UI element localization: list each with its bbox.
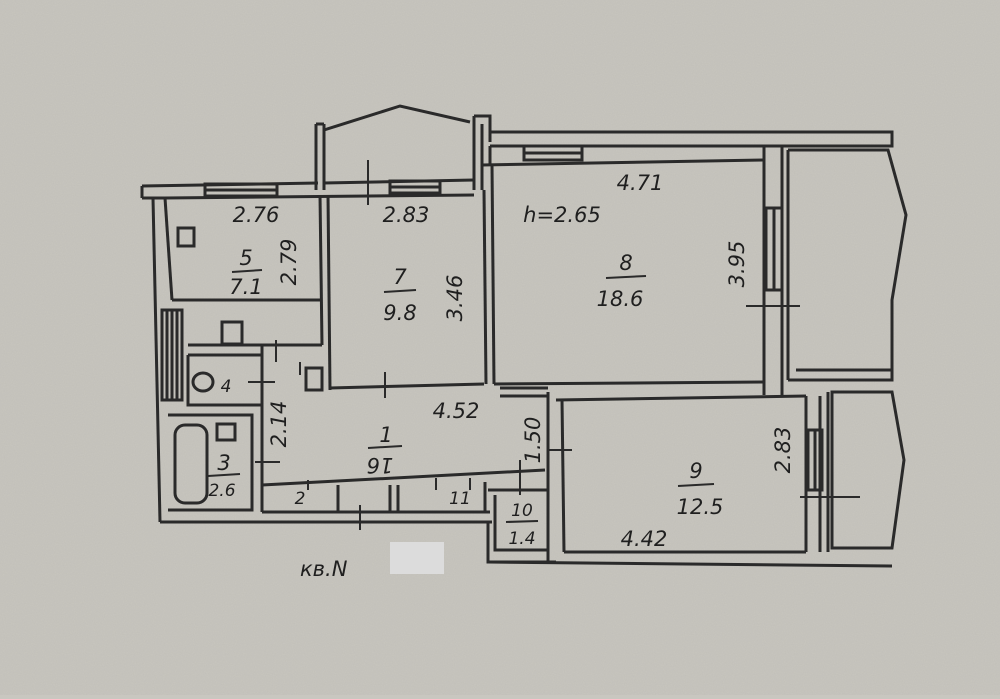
apartment-label: кв.N — [300, 557, 348, 581]
dim-room-8-width: 4.71 — [617, 171, 664, 195]
ceiling-height: h=2.65 — [523, 203, 601, 227]
dimension-labels: 2.76 2.79 2.83 3.46 h=2.65 4.71 3.95 4.5… — [233, 171, 795, 551]
dim-hall-width-left: 2.14 — [267, 401, 291, 448]
dim-room-5-width: 2.76 — [233, 203, 280, 227]
toilet-icon — [191, 371, 215, 393]
wall-top-right — [490, 130, 894, 148]
dim-hall-width-right: 1.50 — [521, 417, 545, 464]
room-4-number: 4 — [221, 377, 232, 397]
wall-left — [151, 197, 162, 523]
ventilation-icon — [176, 226, 196, 248]
dim-room-7-depth: 3.46 — [443, 275, 467, 322]
redacted-number — [390, 542, 444, 574]
room-10-area: 1.4 — [508, 529, 535, 549]
room-9-area: 12.5 — [677, 495, 724, 519]
room-7-number: 7 — [393, 265, 407, 289]
room-3-area: 2.6 — [208, 481, 235, 501]
room-10-number: 10 — [511, 501, 533, 521]
dim-room-9-width: 4.42 — [621, 527, 668, 551]
bathtub-icon — [173, 423, 209, 505]
washer-icon — [215, 422, 237, 442]
loggia-top — [788, 148, 908, 382]
room-7-area: 9.8 — [383, 301, 416, 325]
room-8-area: 18.6 — [597, 287, 644, 311]
room-9-number: 9 — [689, 459, 702, 483]
room-2-number: 2 — [295, 489, 306, 509]
wall-bottom-right — [487, 560, 893, 568]
dim-room-8-depth: 3.95 — [725, 241, 749, 288]
sink-icon — [220, 320, 244, 346]
room-8-number: 8 — [619, 251, 632, 275]
bay-window — [323, 104, 471, 132]
room-1-area: 16 — [367, 453, 394, 477]
dim-room-7-width: 2.83 — [383, 203, 430, 227]
dim-room-9-depth: 2.83 — [771, 427, 795, 474]
room-11-number: 11 — [449, 489, 471, 509]
dim-room-5-depth: 2.79 — [277, 239, 301, 286]
room-labels: 5 7.1 7 9.8 8 18.6 1 16 3 2.6 4 9 12.5 1… — [207, 246, 724, 549]
shaft-icon — [304, 366, 324, 392]
door-ticks — [248, 160, 860, 530]
walls — [140, 104, 908, 568]
room-5-area: 7.1 — [229, 275, 262, 299]
room-1-number: 1 — [379, 423, 392, 447]
room-5-number: 5 — [239, 246, 252, 270]
room-3-number: 3 — [217, 451, 230, 475]
loggia-bottom — [830, 390, 906, 550]
dim-hall-length: 4.52 — [433, 399, 480, 423]
